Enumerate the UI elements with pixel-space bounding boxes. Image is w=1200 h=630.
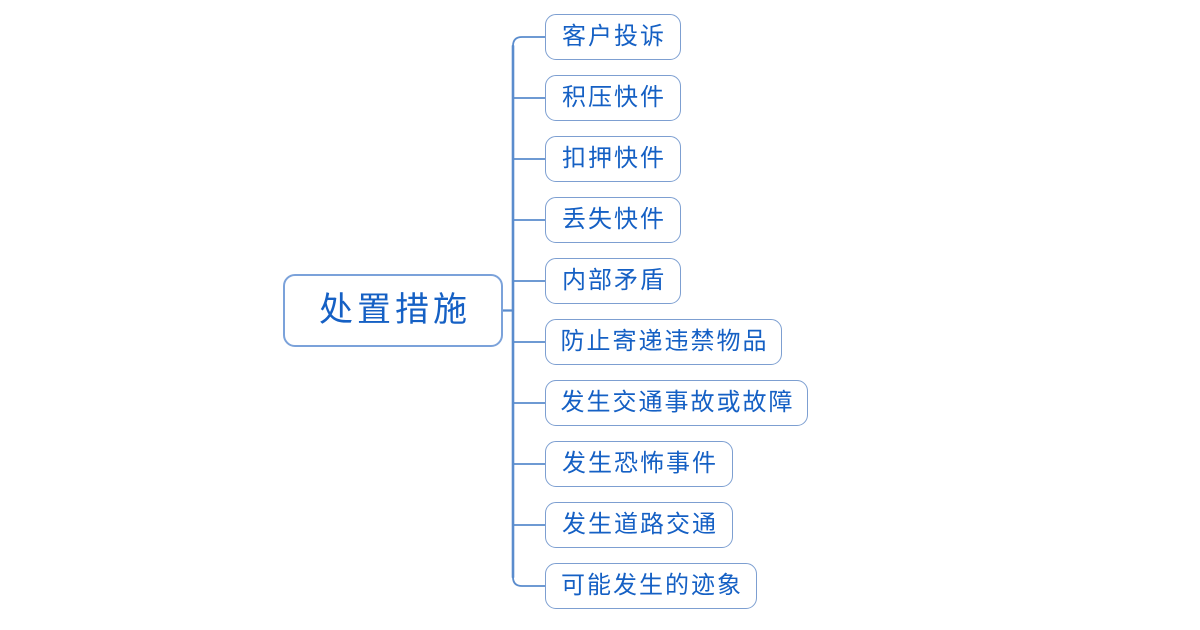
child-node-4[interactable]: 丢失快件 (545, 197, 681, 243)
root-node-label: 处置措施 (319, 291, 471, 329)
child-node-1[interactable]: 客户投诉 (545, 14, 681, 60)
child-node-5[interactable]: 内部矛盾 (545, 258, 681, 304)
child-node-label: 丢失快件 (562, 207, 666, 233)
child-node-label: 发生恐怖事件 (562, 451, 718, 477)
child-node-label: 防止寄递违禁物品 (560, 329, 769, 355)
child-node-6[interactable]: 防止寄递违禁物品 (545, 319, 782, 365)
child-node-label: 发生交通事故或故障 (560, 390, 795, 416)
root-node[interactable]: 处置措施 (283, 274, 503, 347)
child-node-label: 积压快件 (562, 85, 666, 111)
child-node-7[interactable]: 发生交通事故或故障 (545, 380, 808, 426)
child-node-8[interactable]: 发生恐怖事件 (545, 441, 733, 487)
branch-connector-10 (512, 576, 546, 587)
child-node-9[interactable]: 发生道路交通 (545, 502, 733, 548)
child-node-2[interactable]: 积压快件 (545, 75, 681, 121)
child-node-label: 扣押快件 (562, 146, 666, 172)
child-node-10[interactable]: 可能发生的迹象 (545, 563, 757, 609)
child-node-3[interactable]: 扣押快件 (545, 136, 681, 182)
child-node-label: 内部矛盾 (562, 268, 666, 294)
branch-connector-1 (512, 36, 546, 47)
child-node-label: 发生道路交通 (562, 512, 718, 538)
child-node-label: 可能发生的迹象 (561, 573, 743, 599)
child-node-label: 客户投诉 (562, 24, 666, 50)
